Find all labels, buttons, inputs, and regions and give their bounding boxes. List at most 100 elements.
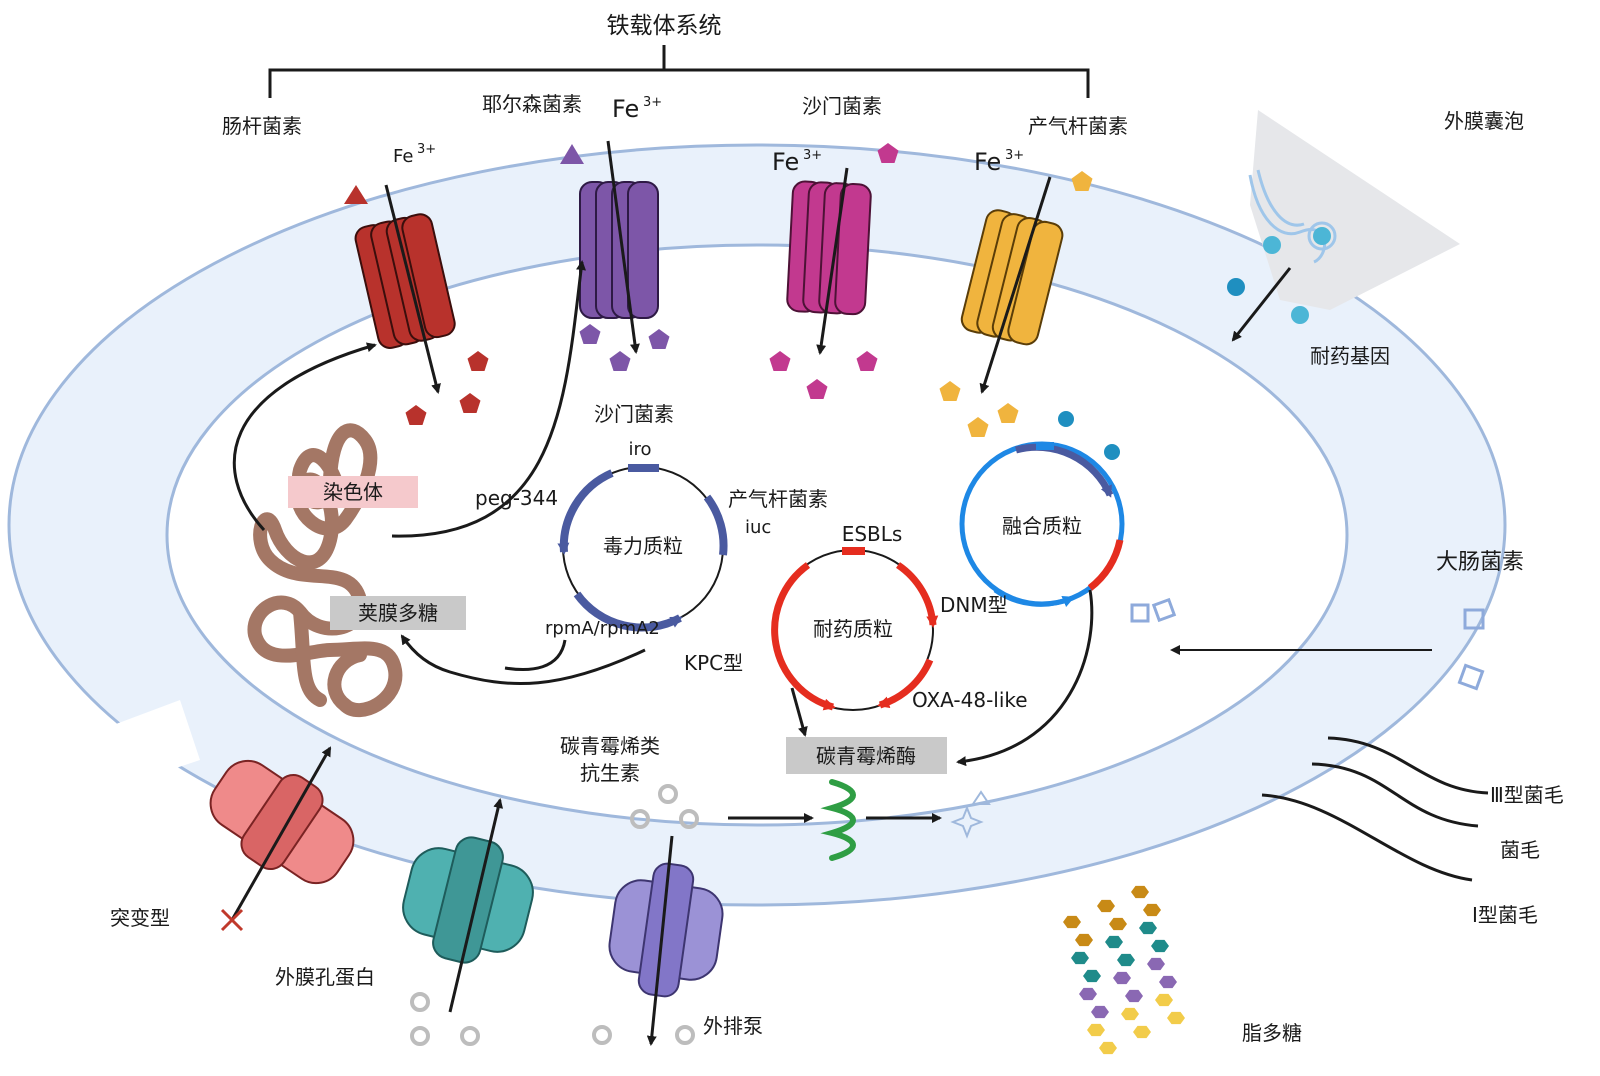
lps-sugar-unit [1091, 1005, 1109, 1019]
lps-sugar-unit [1147, 957, 1165, 971]
dnm-label: DNM型 [940, 593, 1008, 617]
yersiniabactin-receptor [579, 181, 659, 319]
colibactin-label: 大肠菌素 [1436, 550, 1524, 575]
lps-sugar-unit [1071, 951, 1089, 965]
fusion-plasmid-label: 融合质粒 [1002, 514, 1082, 538]
efflux-pump [608, 862, 724, 998]
resistance-plasmid [771, 547, 939, 711]
mutant-label: 突变型 [110, 906, 170, 930]
carbapenemase-tag [786, 737, 947, 774]
lps-sugar-unit [1109, 917, 1127, 931]
enterobactin-label: 肠杆菌素 [222, 114, 302, 138]
fe-label-3: Fe 3+ [772, 148, 822, 176]
iuc-gene-label: iuc [745, 517, 771, 538]
oxa48-label: OXA-48-like [912, 688, 1028, 712]
lps-sugar-unit [1121, 1007, 1139, 1021]
lps-sugar-unit [1063, 915, 1081, 929]
capsule-label: 荚膜多糖 [358, 601, 438, 625]
colibactin-molecules [1130, 597, 1485, 691]
carbapenemase-label: 碳青霉烯酶 [816, 744, 916, 768]
lps-sugar-unit [1117, 953, 1135, 967]
chromosome-to-yersiniabactin-arrow [391, 260, 586, 538]
lps-sugar-unit [1133, 1025, 1151, 1039]
fe-symbol: Fe [772, 148, 799, 176]
type3-pili-label: Ⅲ型菌毛 [1490, 783, 1564, 807]
lps-sugar-unit [1125, 989, 1143, 1003]
hydrolyzed-products [950, 790, 991, 839]
inner-membrane [165, 243, 1349, 827]
lps-sugar-unit [1155, 993, 1173, 1007]
outer-membrane-vesicle [1227, 110, 1460, 324]
fusion-plasmid [959, 441, 1125, 608]
plasmid-to-carbapenemase-arrow [790, 687, 808, 737]
carbapenem-label-line2: 抗生素 [580, 761, 640, 785]
virulence-plasmid-label: 毒力质粒 [603, 534, 683, 558]
salmochelin-label: 沙门菌素 [802, 94, 882, 118]
enterobactin-uptake-arrow [384, 184, 441, 394]
capsule-tag [330, 596, 466, 630]
salmochelin-uptake-arrow [816, 167, 849, 355]
fe-label-1: Fe 3+ [393, 142, 436, 167]
rmpa-label: rpmA/rpmA2 [545, 618, 660, 639]
fe-symbol: Fe [612, 95, 639, 123]
pili [1261, 736, 1489, 882]
enterobactin-triangle [344, 185, 368, 204]
fe-charge: 3+ [417, 142, 436, 157]
yersiniabactin-triangle [560, 144, 584, 164]
pilus-label: 菌毛 [1500, 838, 1540, 862]
lps-sugar-unit [1113, 971, 1131, 985]
vesicle-arrow [1231, 267, 1292, 342]
esbls-label: ESBLs [842, 522, 903, 546]
lps-sugar-unit [1159, 975, 1177, 989]
lps-sugar-unit [1143, 903, 1161, 917]
fe-charge: 3+ [643, 95, 662, 110]
vp-aerobactin-label: 产气杆菌素 [728, 487, 828, 511]
enzyme-helix [820, 779, 856, 861]
fe-symbol: Fe [974, 148, 1001, 176]
lps-sugar-unit [1131, 885, 1149, 899]
yersiniabactin-uptake-arrow [606, 140, 640, 354]
fe-label-2: Fe 3+ [612, 95, 662, 123]
chromosome [247, 423, 403, 717]
lps-sugar-unit [1079, 987, 1097, 1001]
fe-label-4: Fe 3+ [974, 148, 1024, 176]
membrane-gap [60, 700, 200, 800]
virulence-plasmid [557, 464, 728, 632]
fusion-to-carbapenemase-arrow [956, 589, 1094, 767]
lipopolysaccharide [1063, 885, 1185, 1055]
lps-sugar-unit [1075, 933, 1093, 947]
lps-sugar-unit [1139, 921, 1157, 935]
aerobactin-receptor [960, 209, 1064, 346]
vesicle-label: 外膜囊泡 [1444, 109, 1524, 133]
carbapenem-label-line1: 碳青霉烯类 [560, 734, 660, 758]
resistance-plasmid-label: 耐药质粒 [813, 617, 893, 641]
siderophore-system-title: 铁载体系统 [607, 13, 722, 39]
rmpa-to-capsule-arrow [400, 634, 646, 686]
aerobactin-uptake-arrow [979, 176, 1052, 394]
gene-dot [1104, 444, 1120, 460]
yersiniabactin-label: 耶尔森菌素 [482, 92, 582, 116]
porin-label: 外膜孔蛋白 [275, 965, 375, 989]
lps-sugar-unit [1083, 969, 1101, 983]
peg344-label: peg-344 [475, 486, 558, 510]
outer-membrane-porin [402, 836, 534, 964]
lps-sugar-unit [1167, 1011, 1185, 1025]
lps-sugar-unit [1097, 899, 1115, 913]
lps-sugar-unit [1087, 1023, 1105, 1037]
lps-sugar-unit [1151, 939, 1169, 953]
resistance-gene-label: 耐药基因 [1310, 344, 1390, 368]
fe-symbol: Fe [393, 146, 413, 167]
lps-sugar-unit [1099, 1041, 1117, 1055]
rmpa-branch [504, 639, 567, 672]
lps-label: 脂多糖 [1242, 1021, 1302, 1045]
kpc-label: KPC型 [684, 651, 743, 675]
fe-charge: 3+ [803, 148, 822, 163]
chromosome-to-enterobactin-arrow [232, 342, 377, 532]
enterobactin-receptor [354, 213, 456, 349]
iro-gene-label: iro [628, 439, 651, 460]
efflux-pump-label: 外排泵 [703, 1014, 763, 1038]
gene-dot [1058, 411, 1074, 427]
lps-sugar-unit [1105, 935, 1123, 949]
chromosome-tag [288, 476, 418, 508]
